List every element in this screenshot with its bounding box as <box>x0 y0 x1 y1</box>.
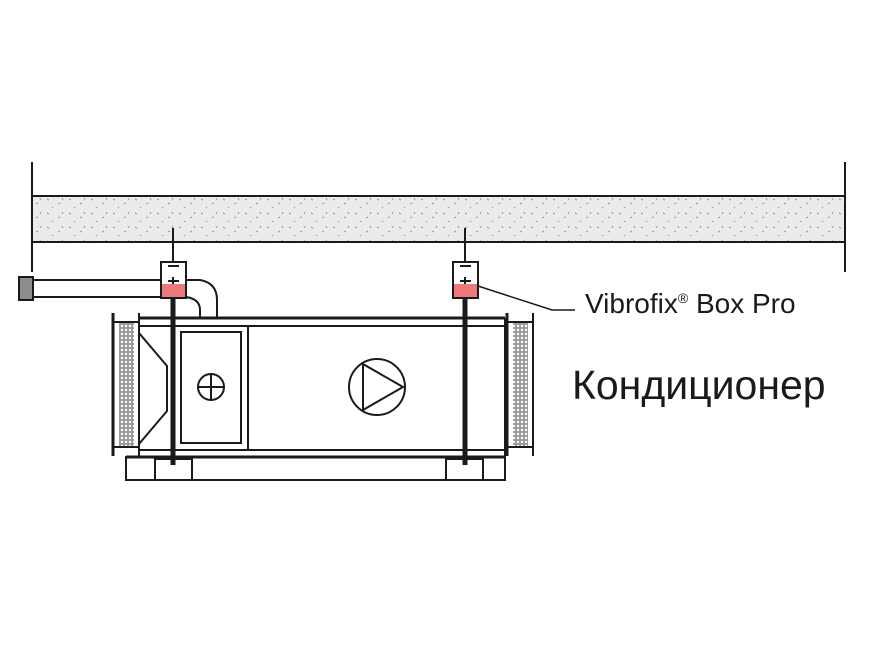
pipe <box>18 276 218 318</box>
air-conditioner-unit <box>125 316 506 481</box>
unit-label: Кондиционер <box>572 362 826 408</box>
registered-mark: ® <box>677 290 689 306</box>
filter-left <box>111 313 140 456</box>
mount-suffix: Box Pro <box>688 288 796 319</box>
mount-label: Vibrofix® Box Pro <box>585 288 796 320</box>
leader-line <box>477 285 575 311</box>
mount-name: Vibrofix <box>585 288 678 319</box>
ceiling-slab <box>31 162 846 272</box>
vibration-mount-right <box>452 228 479 465</box>
filter-right <box>505 313 534 456</box>
fan-icon <box>348 358 406 416</box>
coil-icon <box>197 373 225 401</box>
vibration-mount-left <box>160 228 187 465</box>
